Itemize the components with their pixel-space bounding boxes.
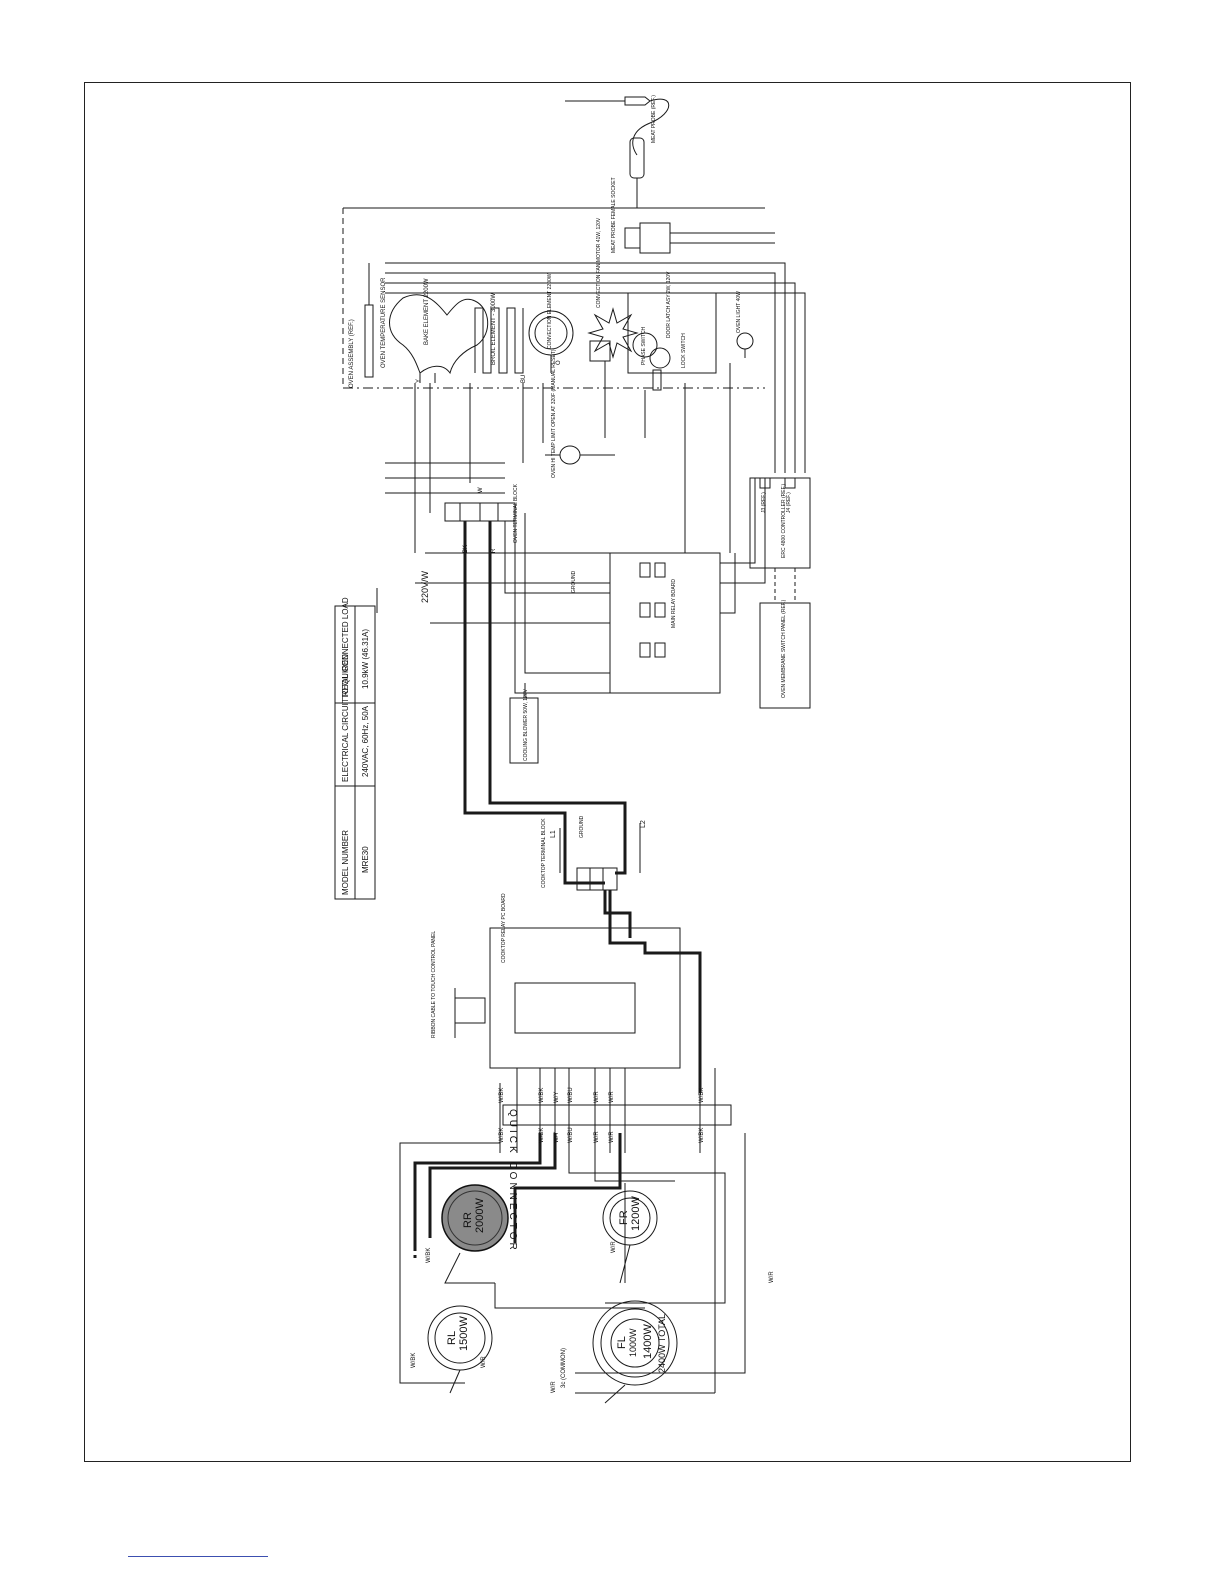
label-oven-ground: GROUND	[571, 570, 577, 593]
label-fl-inner: 1000W	[628, 1328, 638, 1357]
label-j3: J3 (REF.)	[761, 492, 767, 513]
wire-tag: Y	[416, 379, 422, 383]
label-membrane: OVEN MEMBRANE SWITCH PANEL (REF.)	[781, 599, 787, 698]
wire-tag: W	[478, 487, 484, 493]
label-phase-switch: PHASE SWITCH	[641, 327, 647, 365]
wire-tag: W/BK	[411, 1353, 417, 1368]
spec-header-model: MODEL NUMBER	[341, 830, 350, 895]
erc-controller	[749, 477, 811, 569]
label-quick-connector: QUICK CONNECTOR	[507, 1109, 518, 1253]
spec-header-circuit: ELECTRICAL CIRCUIT REQUIRED	[341, 654, 350, 782]
wire-tag: W/BK	[699, 1128, 705, 1143]
label-controller: ERC 4800 CONTROLLER (REF.)	[781, 483, 787, 558]
schematic-sheet: MODEL NUMBER ELECTRICAL CIRCUIT REQUIRED…	[84, 82, 1131, 1462]
label-cooling-blower: COOLING BLOWER 50W, 120V	[523, 688, 529, 761]
label-bake: BAKE ELEMENT 2200W	[424, 278, 430, 345]
label-fl-outer: 1400W	[642, 1324, 654, 1359]
label-fl-name: FL	[616, 1336, 628, 1349]
broil-element	[474, 307, 524, 374]
label-rr-watts: 2000W	[474, 1198, 486, 1233]
label-broil: BROIL ELEMENT - 3000W	[491, 293, 497, 365]
label-ground: GROUND	[579, 815, 585, 838]
wire-tag: W/R	[611, 1241, 617, 1253]
membrane-switch-panel	[759, 602, 811, 709]
hi-temp-limit	[559, 445, 581, 465]
label-main-board: MAIN RELAY BOARD	[671, 579, 677, 628]
oven-light-icon	[736, 332, 754, 350]
label-j4: J4 (REF.)	[786, 492, 792, 513]
wire-tag: W/Y	[554, 1132, 560, 1143]
cooktop-terminal-block	[576, 867, 618, 891]
wire-tag: W/R	[551, 1381, 557, 1393]
wire-tag: W/BK	[426, 1248, 432, 1263]
label-conv-fan: CONVECTION FAN MOTOR 41W, 120V	[596, 217, 602, 308]
wire-tag: W/R	[594, 1091, 600, 1103]
spec-value-model: MRE30	[361, 846, 370, 873]
label-ribbon: RIBBON CABLE TO TOUCH CONTROL PANEL	[431, 931, 437, 1038]
wire-tag: W/BU	[568, 1127, 574, 1143]
bake-element	[389, 294, 489, 375]
label-oven-assembly: OVEN ASSEMBLY (REF.)	[349, 319, 355, 388]
convection-fan-icon	[587, 307, 639, 359]
wire-tag: W/BK	[539, 1128, 545, 1143]
label-rl-name: RL	[446, 1331, 458, 1345]
wire-tag: R	[491, 548, 497, 553]
spec-table	[334, 588, 378, 900]
label-rr-name: RR	[462, 1212, 474, 1228]
quick-connector	[502, 1104, 732, 1126]
wire-tag: W/BK	[699, 1088, 705, 1103]
label-power-rating: 220V/W	[420, 570, 430, 603]
meat-probe	[565, 96, 670, 208]
label-l1: L1	[550, 830, 557, 838]
label-fl-total: 2400W TOTAL	[657, 1314, 667, 1373]
label-cooktop-terminal: COOKTOP TERMINAL BLOCK	[541, 818, 547, 888]
wire-tag: W/R	[609, 1091, 615, 1103]
wire-tag: W/BK	[499, 1128, 505, 1143]
label-meat-probe: MEAT PROBE (REF.)	[651, 95, 657, 143]
wire-tag: W/R	[481, 1356, 487, 1368]
wire-tag: W/R	[769, 1271, 775, 1283]
label-fr-name: FR	[618, 1210, 630, 1225]
rr-burner	[441, 1184, 509, 1252]
label-oven-terminal: OVEN TERMINAL BLOCK	[513, 483, 519, 543]
label-l2: L2	[640, 820, 647, 828]
wire-tag: O	[556, 360, 562, 365]
wire-tag: BK	[463, 545, 469, 553]
label-temp-sensor: OVEN TEMPERATURE SENSOR	[381, 277, 387, 368]
wire-tag: W/Y	[554, 1092, 560, 1103]
spec-header-load: TOTAL CONNECTED LOAD	[341, 597, 350, 699]
wire-tag: W/BK	[539, 1088, 545, 1103]
wire-tag: W/BK	[499, 1088, 505, 1103]
cooling-blower	[509, 697, 539, 764]
spec-value-circuit: 240VAC, 60Hz, 50A	[361, 705, 370, 777]
label-rl-watts: 1500W	[458, 1316, 470, 1351]
wire-tag: W/R	[594, 1131, 600, 1143]
wiring-diagram: MODEL NUMBER ELECTRICAL CIRCUIT REQUIRED…	[334, 95, 811, 1404]
label-oven-light: OVEN LIGHT 40W	[736, 291, 742, 333]
label-hi-limit: OVEN HI TEMP LIMIT OPEN AT 320F (MANUAL …	[551, 349, 557, 478]
wire-tag: W/BU	[568, 1087, 574, 1103]
label-door-latch: DOOR LATCH ASY 2W, 120V	[666, 271, 672, 338]
label-probe-socket: MEAT PROBE FEMALE SOCKET	[611, 177, 617, 253]
spec-value-load: 10.9kW (46.31A)	[361, 629, 370, 689]
wire-tag: W/R	[609, 1131, 615, 1143]
label-relay-board: COOKTOP RELAY PC BOARD	[501, 893, 507, 963]
fl-burner	[592, 1300, 678, 1386]
wire-tag: BU	[521, 375, 527, 383]
label-common: 3c (COMMON)	[561, 1348, 567, 1388]
label-conv-element: CONVECTION ELEMENT 2200W	[547, 273, 553, 349]
footer-rule	[128, 1556, 268, 1557]
label-fr-watts: 1200W	[630, 1196, 642, 1231]
label-lock-switch: LOCK SWITCH	[681, 333, 687, 368]
cooktop-relay-board	[489, 927, 681, 1069]
